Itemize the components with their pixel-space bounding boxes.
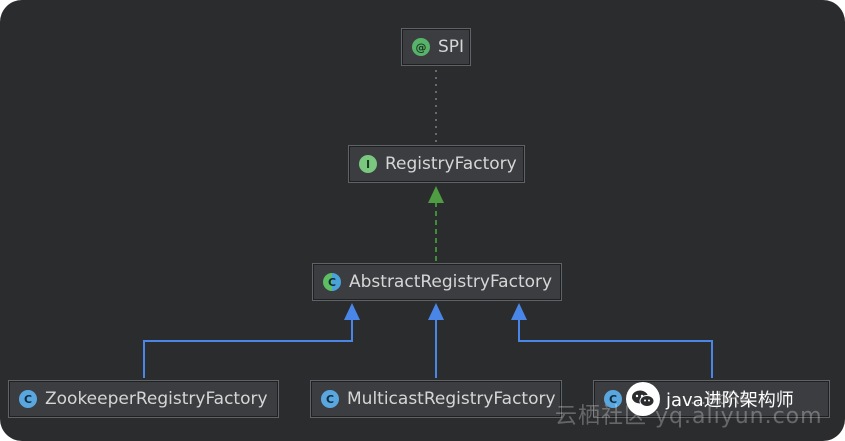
node-dubbo-registry-factory-label: ...bbRe [690, 389, 750, 409]
inherit-line-dubbo [518, 319, 713, 378]
interface-icon: I [359, 155, 377, 173]
class-icon: C [321, 390, 339, 408]
class-icon: C [604, 390, 622, 408]
node-multicast-registry-factory[interactable]: C MulticastRegistryFactory [310, 380, 562, 418]
node-multicast-registry-factory-label: MulticastRegistryFactory [347, 389, 556, 409]
wechat-watermark: java进阶架构师 [626, 382, 794, 416]
class-icon: C [19, 390, 37, 408]
wechat-icon [626, 382, 660, 416]
node-abstract-registry-factory-label: AbstractRegistryFactory [349, 272, 553, 292]
node-registry-factory-label: RegistryFactory [385, 154, 517, 174]
inherit-arrowhead-multicast [428, 303, 444, 320]
inherit-arrowhead-dubbo [511, 303, 527, 320]
node-spi[interactable]: @ SPI [401, 28, 471, 66]
site-watermark: 云栖社区 yq.aliyun.com [555, 404, 823, 429]
wechat-account-name: java进阶架构师 [666, 390, 794, 411]
annotation-icon: @ [412, 38, 430, 56]
inherit-arrowhead-zookeeper [344, 303, 360, 320]
node-zookeeper-registry-factory[interactable]: C ZookeeperRegistryFactory [8, 380, 279, 418]
node-abstract-registry-factory[interactable]: C AbstractRegistryFactory [312, 263, 562, 301]
abstract-class-icon: C [323, 273, 341, 291]
node-zookeeper-registry-factory-label: ZookeeperRegistryFactory [45, 389, 268, 409]
node-registry-factory[interactable]: I RegistryFactory [348, 145, 525, 183]
implements-arrowhead [428, 186, 444, 203]
inherit-line-zookeeper [143, 319, 353, 378]
node-spi-label: SPI [438, 37, 465, 57]
